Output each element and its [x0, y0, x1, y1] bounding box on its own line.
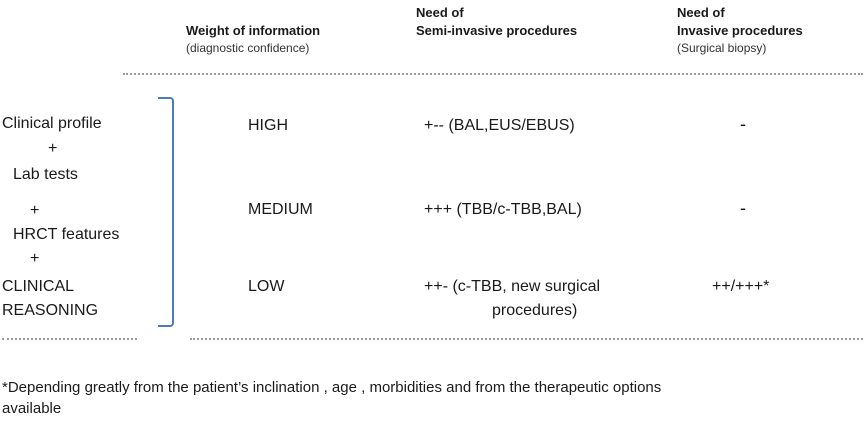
row-high-invasive: -	[740, 114, 746, 134]
left-item-hrct-features: HRCT features	[13, 226, 120, 243]
row-high-semi: +-- (BAL,EUS/EBUS)	[424, 117, 575, 134]
header-semi-title-line2: Semi-invasive procedures	[416, 23, 578, 38]
row-low-weight: LOW	[248, 278, 285, 295]
header-semi-title-line1: Need of	[416, 5, 464, 20]
bottom-divider-right	[190, 338, 863, 340]
grouping-bracket	[158, 97, 174, 327]
left-item-clinical: CLINICAL	[2, 278, 75, 295]
row-medium-invasive: -	[740, 198, 746, 218]
left-item-plus-3: +	[30, 250, 40, 267]
left-item-plus-1: +	[48, 140, 58, 157]
footnote-line1: *Depending greatly from the patient’s in…	[2, 379, 662, 396]
header-weight-title: Weight of information	[186, 23, 321, 38]
left-item-lab-tests: Lab tests	[13, 166, 78, 183]
bottom-divider-left	[2, 338, 137, 340]
row-low-invasive: ++/+++*	[712, 278, 770, 295]
row-high-weight: HIGH	[248, 117, 288, 134]
header-weight-subtitle: (diagnostic confidence)	[186, 41, 310, 55]
left-item-plus-2: +	[30, 202, 40, 219]
row-low-semi-line1: ++- (c-TBB, new surgical	[424, 278, 601, 295]
footnote-line2: available	[2, 400, 62, 417]
header-invasive-title-line1: Need of	[677, 5, 725, 20]
row-medium-weight: MEDIUM	[248, 201, 313, 218]
left-item-reasoning: REASONING	[2, 302, 99, 319]
row-low-semi-line2: procedures)	[492, 302, 578, 319]
header-invasive-title-line2: Invasive procedures	[677, 23, 803, 38]
row-medium-semi: +++ (TBB/c-TBB,BAL)	[424, 201, 582, 218]
left-item-clinical-profile: Clinical profile	[2, 115, 102, 132]
header-invasive-subtitle: (Surgical biopsy)	[677, 41, 767, 55]
header-divider	[123, 73, 863, 75]
